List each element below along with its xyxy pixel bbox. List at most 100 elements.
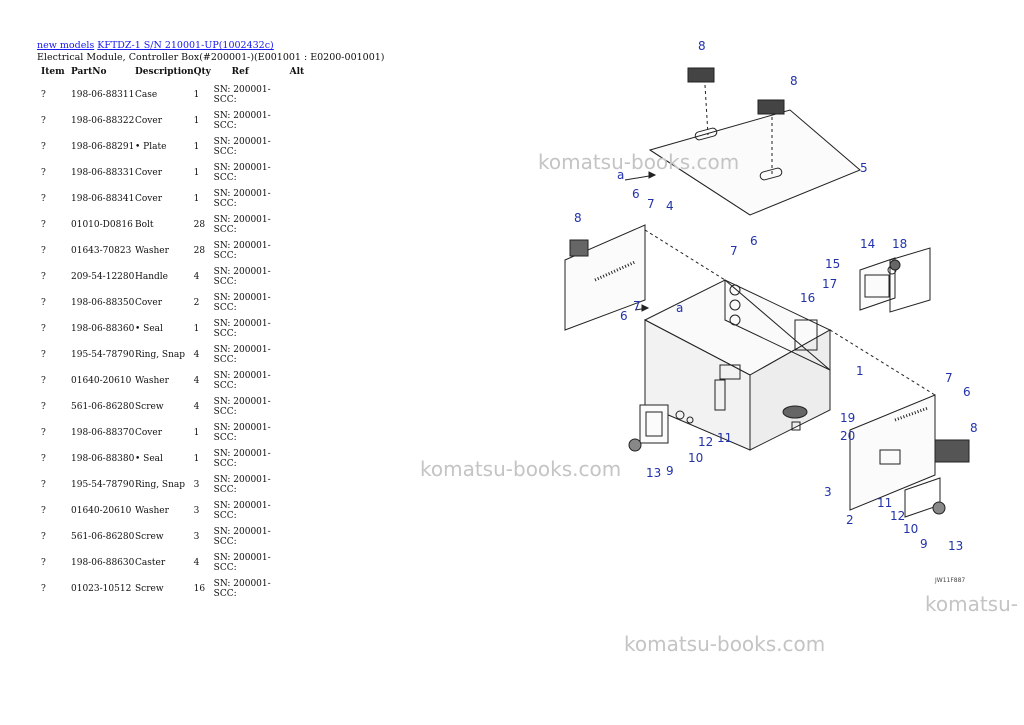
cell-qty: 1	[193, 116, 200, 126]
arrow-label-a-mid: a	[676, 301, 683, 315]
cell-qty: 1	[193, 324, 200, 334]
cell-partno: 561-06-86280	[71, 532, 135, 542]
cell-alt	[290, 290, 310, 316]
cell-ref: SN: 200001-SCC:	[214, 160, 290, 186]
cell-qty: 1	[193, 142, 200, 152]
cell-description: Cover	[135, 194, 163, 204]
cell-partno: 561-06-86280	[71, 402, 135, 412]
cell-partno: 01640-20610	[71, 376, 132, 386]
cell-ref: SN: 200001-SCC:	[214, 550, 290, 576]
cell-description: Caster	[135, 558, 166, 568]
callout-label: 6	[750, 234, 758, 248]
cell-qty: 1	[193, 194, 200, 204]
callout-label: 10	[903, 522, 918, 536]
cell-description: Ring, Snap	[135, 350, 186, 360]
cell-description: • Seal	[135, 324, 163, 334]
cell-qty: 4	[193, 376, 200, 386]
callout-label: 8	[790, 74, 798, 88]
cell-ref-sn: SN: 200001-	[213, 475, 271, 485]
cell-ref: SN: 200001-SCC:	[214, 368, 290, 394]
cell-partno: 198-06-88380	[71, 454, 135, 464]
cell-ref: SN: 200001-SCC:	[214, 420, 290, 446]
cell-description: Screw	[135, 532, 164, 542]
cell-ref: SN: 200001-SCC:	[214, 472, 290, 498]
cell-ref-scc: SCC:	[213, 251, 237, 261]
cell-ref-sn: SN: 200001-	[213, 267, 271, 277]
caster	[782, 405, 808, 419]
callout-label: 8	[698, 39, 706, 53]
header-alt: Alt	[289, 67, 305, 77]
cell-ref-sn: SN: 200001-	[213, 527, 271, 537]
cell-item: ?	[41, 350, 46, 360]
cell-alt	[290, 238, 310, 264]
callout-label: 12	[698, 435, 713, 449]
cell-partno: 195-54-78790	[71, 480, 135, 490]
cell-item: ?	[41, 324, 46, 334]
cell-ref-scc: SCC:	[213, 199, 237, 209]
cell-alt	[290, 394, 310, 420]
callout-label: 1	[856, 364, 864, 378]
cell-ref-scc: SCC:	[213, 277, 237, 287]
cell-item: ?	[41, 142, 46, 152]
callout-label: 13	[646, 466, 661, 480]
watermark: komatsu-books.com	[420, 457, 622, 481]
parts-table: Item PartNo Description Qty Ref Alt ?198…	[37, 66, 310, 602]
cell-item: ?	[41, 532, 46, 542]
cell-description: Screw	[135, 584, 164, 594]
callout-label: 20	[840, 429, 855, 443]
cell-description: Cover	[135, 298, 163, 308]
cell-description: Cover	[135, 116, 163, 126]
cell-ref-sn: SN: 200001-	[213, 163, 271, 173]
cell-alt	[290, 524, 310, 550]
breadcrumb-new-models-link[interactable]: new models	[37, 40, 95, 51]
cell-description: Case	[135, 90, 158, 100]
cell-qty: 1	[193, 428, 200, 438]
cell-ref-sn: SN: 200001-	[213, 423, 271, 433]
cell-partno: 195-54-78790	[71, 350, 135, 360]
callout-label: 12	[890, 509, 905, 523]
cell-qty: 3	[193, 480, 200, 490]
cell-ref-sn: SN: 200001-	[213, 111, 271, 121]
callout-label: 15	[825, 257, 840, 271]
cell-alt	[290, 134, 310, 160]
cell-partno: 198-06-88331	[71, 168, 135, 178]
cell-item: ?	[41, 168, 46, 178]
cell-partno: 198-06-88350	[71, 298, 135, 308]
cell-ref-sn: SN: 200001-	[213, 85, 271, 95]
callout-label: 10	[688, 451, 703, 465]
cell-partno: 198-06-88291	[71, 142, 135, 152]
cell-description: Ring, Snap	[135, 480, 186, 490]
cell-qty: 4	[193, 272, 200, 282]
cell-ref-scc: SCC:	[213, 537, 237, 547]
callout-label: 16	[800, 291, 815, 305]
cell-alt	[290, 160, 310, 186]
cell-partno: 198-06-88630	[71, 558, 135, 568]
cell-item: ?	[41, 584, 46, 594]
cell-alt	[290, 342, 310, 368]
cell-ref-scc: SCC:	[213, 95, 237, 105]
callout-label: 19	[840, 411, 855, 425]
callout-label: 7	[633, 299, 641, 313]
breadcrumb-model-link[interactable]: KFTDZ-1 S/N 210001-UP(1002432c)	[97, 40, 274, 51]
cell-ref-sn: SN: 200001-	[213, 345, 271, 355]
cell-ref: SN: 200001-SCC:	[214, 342, 290, 368]
cell-partno: 01023-10512	[71, 584, 132, 594]
cell-ref-sn: SN: 200001-	[213, 189, 271, 199]
cell-alt	[290, 316, 310, 342]
cell-alt	[290, 108, 310, 134]
cell-alt	[290, 498, 310, 524]
table-header-row: Item PartNo Description Qty Ref Alt	[37, 66, 310, 82]
cell-alt	[290, 368, 310, 394]
cell-alt	[290, 186, 310, 212]
callout-label: 13	[948, 539, 963, 553]
breadcrumb: new models KFTDZ-1 S/N 210001-UP(1002432…	[37, 40, 274, 51]
